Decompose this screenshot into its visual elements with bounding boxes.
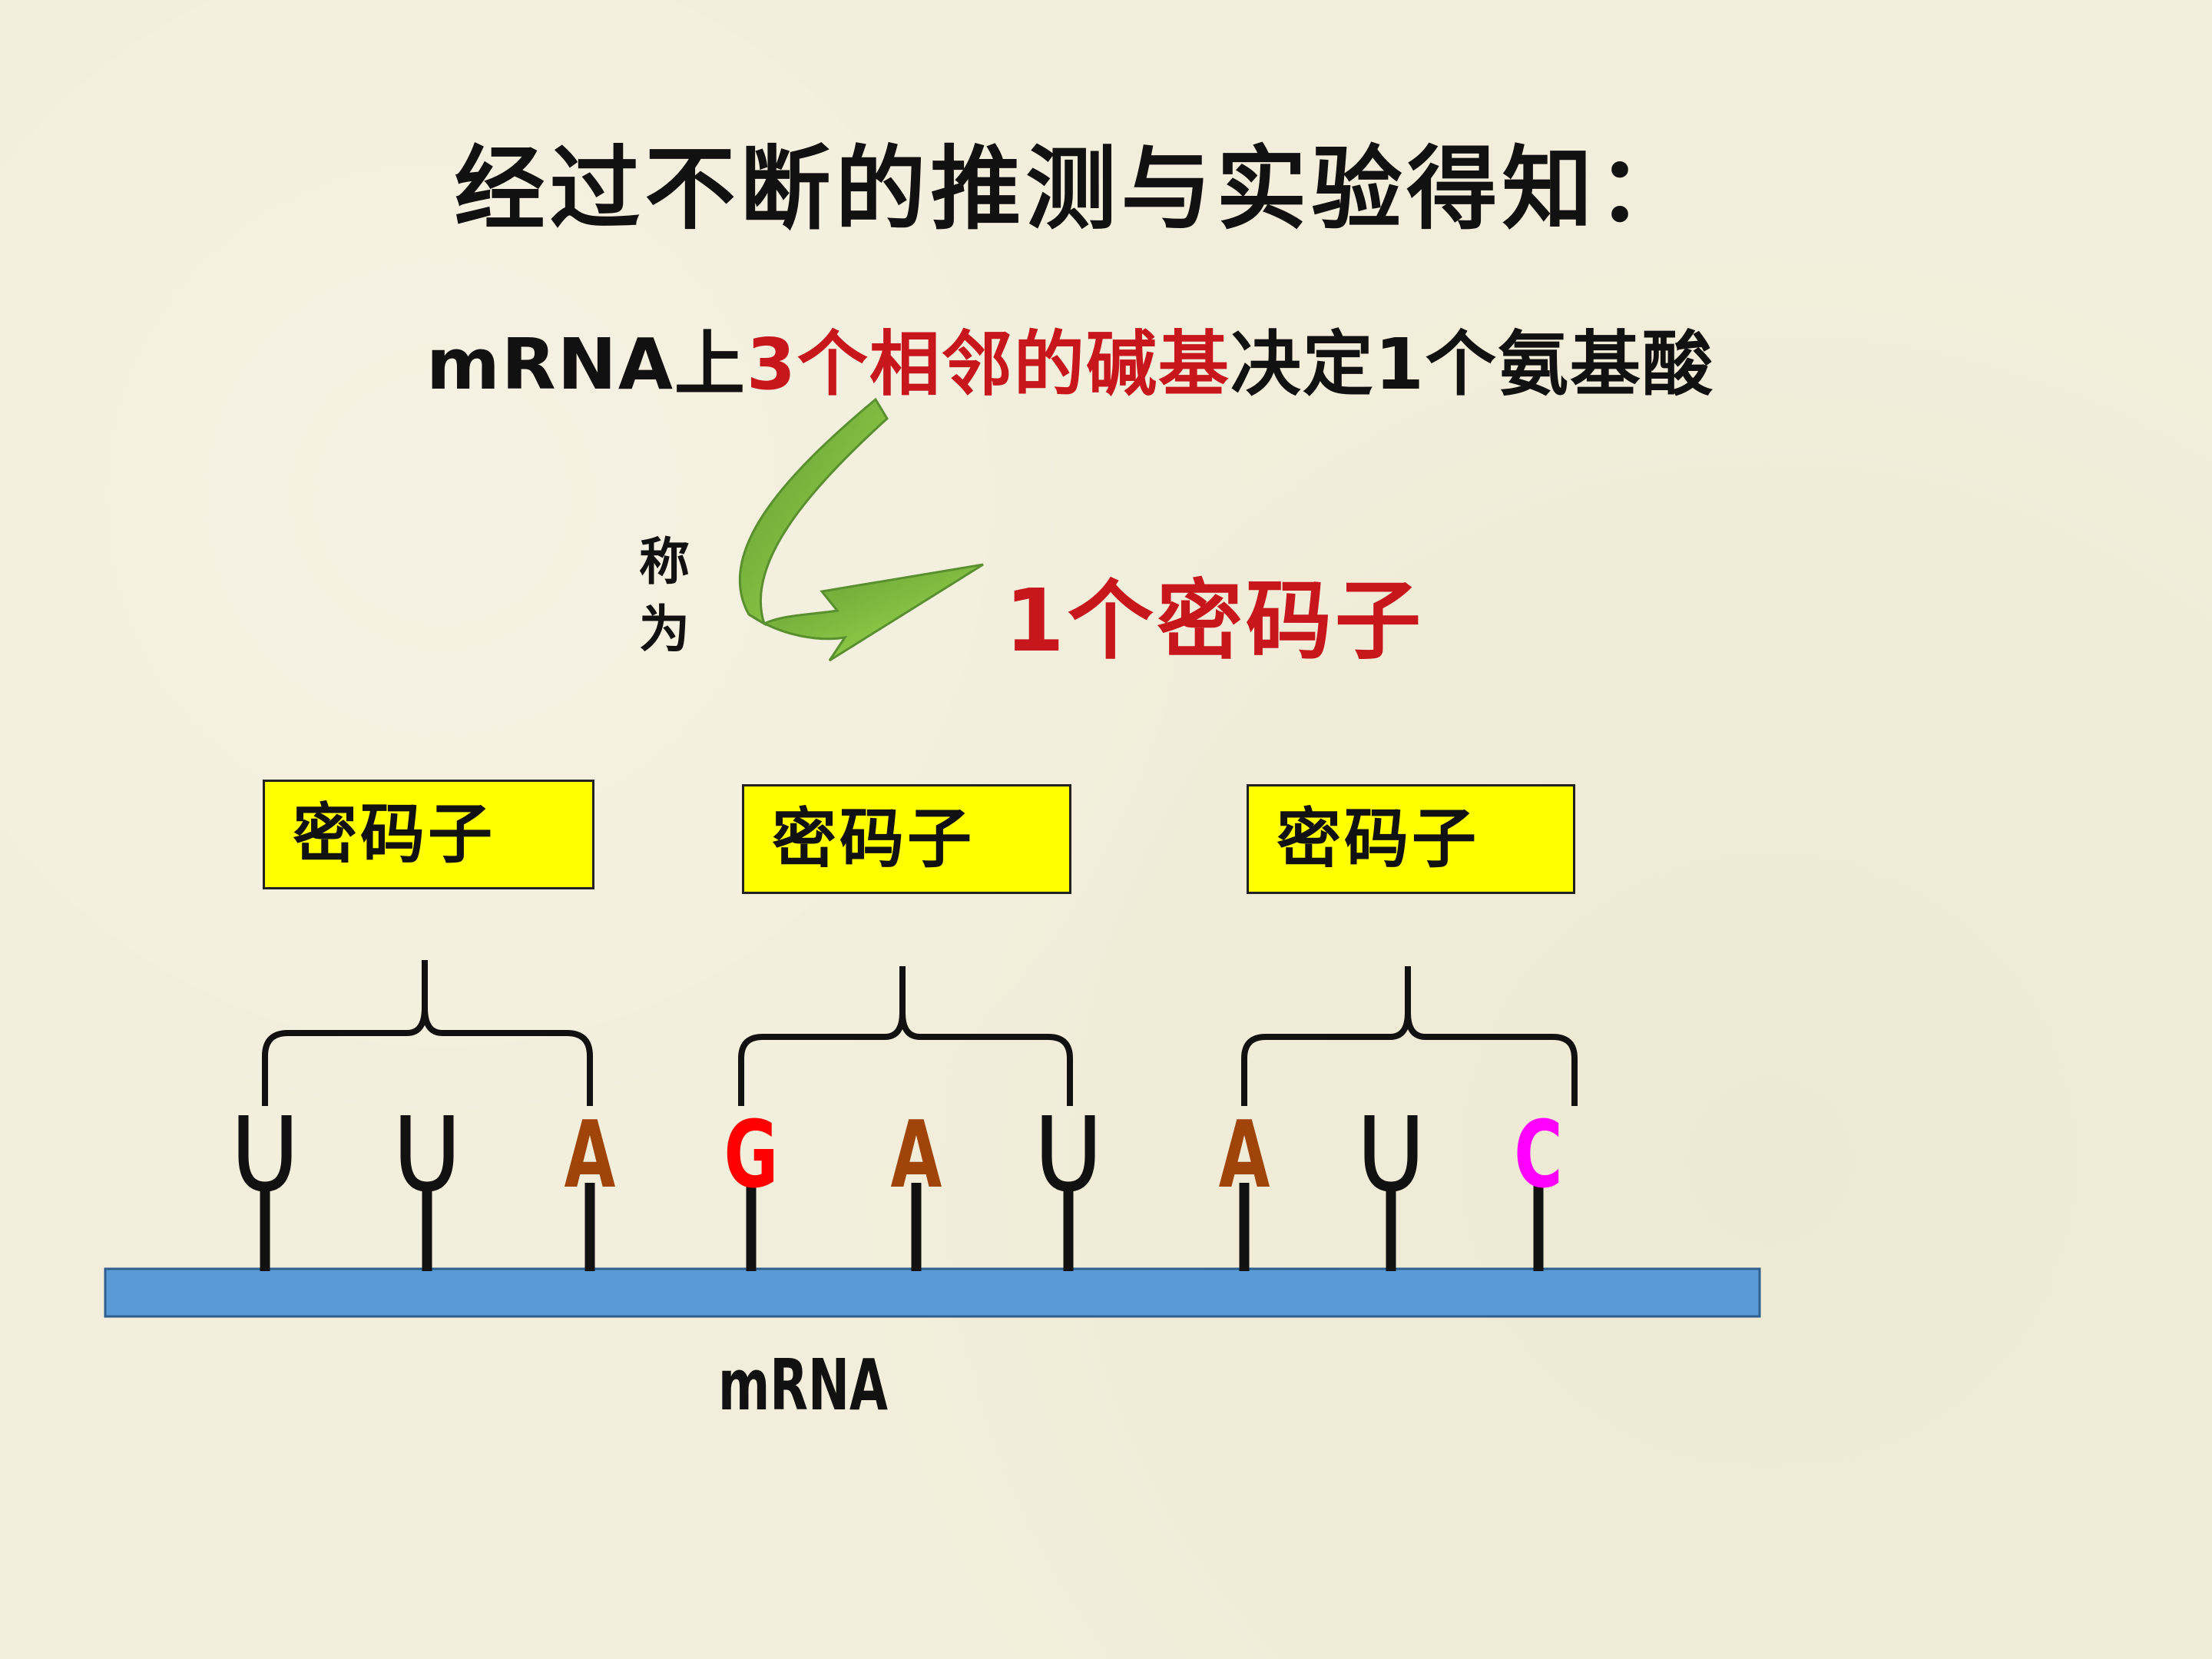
base-fork-shape [238,1115,292,1192]
codon-box-1: 密码子 [263,780,594,889]
base-letter: C [1514,1101,1562,1209]
base-fork-shape [1364,1115,1418,1192]
statement-part-mrna: mRNA上 [426,323,747,406]
codon-brace-3 [1241,966,1578,1106]
mrna-strand [104,1267,1761,1318]
mrna-label: mRNA [718,1344,888,1426]
called-label: 称为 [639,532,690,659]
base-4: G [724,1101,779,1271]
base-5: A [891,1101,942,1271]
codon-brace-1 [262,960,593,1106]
base-9: C [1514,1101,1563,1271]
green-curved-arrow-icon [738,397,984,662]
base-7: A [1219,1101,1270,1271]
base-letter: A [891,1101,942,1209]
codon-box-2: 密码子 [742,784,1071,894]
codon-box-3: 密码子 [1247,784,1575,894]
base-3: A [565,1101,616,1271]
base-letter: G [724,1101,779,1209]
base-2: U [400,1115,454,1271]
statement-part-amino-acid: 决定1个氨基酸 [1230,323,1714,406]
base-fork-shape [1041,1115,1095,1192]
base-8: U [1364,1115,1418,1271]
codon-brace-2 [738,966,1073,1106]
statement-highlight: 3个相邻的碱基 [746,323,1230,406]
base-letter: A [1219,1101,1270,1209]
slide-title: 经过不断的推测与实验得知： [454,136,1693,242]
main-statement: mRNA上3个相邻的碱基决定1个氨基酸 [426,307,1714,409]
base-letter: A [565,1101,616,1209]
result-label: 1个密码子 [1005,571,1424,671]
base-1: U [238,1115,292,1271]
base-fork-shape [400,1115,454,1192]
base-6: U [1041,1115,1095,1271]
